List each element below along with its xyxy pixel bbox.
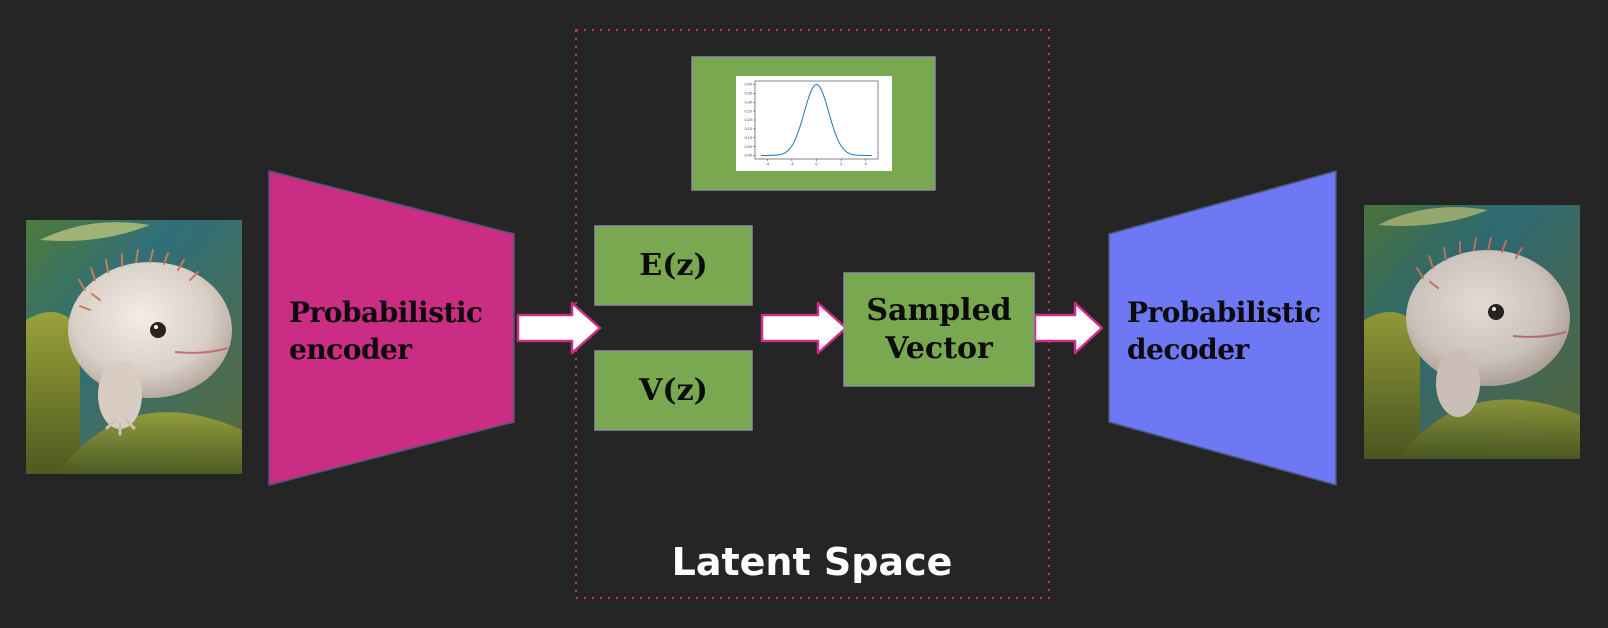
sampled-vector-label: Sampled Vector (844, 273, 1034, 386)
latent-space-label: Latent Space (671, 540, 953, 584)
decoder-label-line1: Probabilistic (1127, 296, 1321, 329)
y-tick-label: 0.20 (744, 118, 752, 122)
x-tick-label: -4 (766, 162, 770, 166)
y-tick-label: 0.15 (744, 127, 752, 131)
y-tick-label: 0.05 (744, 145, 752, 149)
arrow-encoder-to-latent (516, 301, 602, 355)
mean-label: E(z) (639, 247, 708, 283)
x-tick-label: 0 (815, 162, 818, 166)
output-image (1364, 205, 1580, 459)
variance-label: V(z) (639, 372, 708, 408)
sampled-vector-box (843, 272, 1035, 387)
mean-box (594, 225, 753, 306)
arrow-latent-to-sample (760, 301, 848, 355)
x-tick-label: 4 (865, 162, 868, 166)
arrow-sample-to-decoder (1033, 301, 1104, 355)
x-tick-label: 2 (840, 162, 842, 166)
gaussian-curve (761, 84, 872, 156)
y-tick-label: 0.35 (744, 92, 752, 96)
encoder-shape (268, 170, 515, 486)
decoder-shape (1108, 170, 1337, 486)
decoder-label: Probabilistic decoder (1127, 294, 1321, 368)
plot-area (736, 76, 892, 171)
input-image (26, 220, 242, 474)
decoder-label-line2: decoder (1127, 333, 1249, 366)
gaussian-plot: -4 -2 0 2 4 0.00 0.05 0.10 0.15 0.20 0.25 0.30 0.35 0… (744, 80, 879, 166)
encoder-label: Probabilistic encoder (289, 294, 483, 368)
sampled-label-line2: Vector (885, 330, 993, 366)
y-tick-label: 0.30 (744, 100, 752, 104)
x-tick-label: -2 (790, 162, 794, 166)
y-tick-label: 0.00 (744, 154, 752, 158)
encoder-label-line1: Probabilistic (289, 296, 483, 329)
variance-box (594, 350, 753, 431)
y-tick-label: 0.25 (744, 109, 752, 113)
y-tick-label: 0.40 (744, 83, 752, 87)
y-tick-label: 0.10 (744, 136, 752, 140)
encoder-label-line2: encoder (289, 333, 412, 366)
sampled-label-line1: Sampled (866, 292, 1012, 328)
